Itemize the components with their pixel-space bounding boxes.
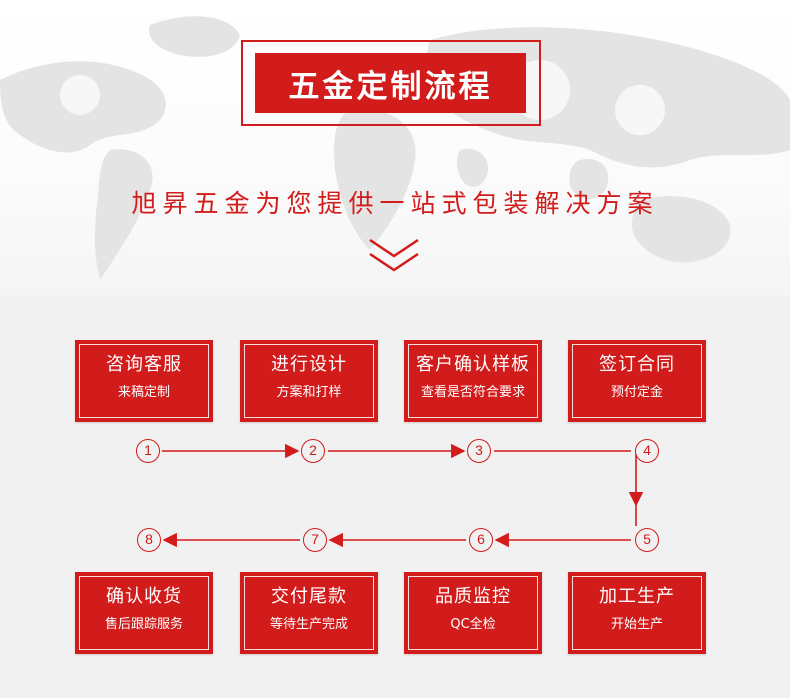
page-title: 五金定制流程	[255, 53, 526, 113]
hero-banner: 五金定制流程 旭昇五金为您提供一站式包装解决方案	[0, 0, 790, 296]
step-number-6: 6	[469, 528, 493, 552]
step-number-8: 8	[137, 528, 161, 552]
step-number-5: 5	[635, 528, 659, 552]
step-7-final-payment: 交付尾款 等待生产完成	[240, 572, 378, 654]
chevron-down-icon	[369, 238, 419, 272]
page-subtitle: 旭昇五金为您提供一站式包装解决方案	[131, 189, 659, 218]
step-2-design: 进行设计 方案和打样	[240, 340, 378, 422]
step-1-consult: 咨询客服 来稿定制	[75, 340, 213, 422]
step-8-confirm-receipt: 确认收货 售后跟踪服务	[75, 572, 213, 654]
step-4-sign-contract: 签订合同 预付定金	[568, 340, 706, 422]
step-number-4: 4	[635, 439, 659, 463]
step-number-7: 7	[303, 528, 327, 552]
step-number-2: 2	[301, 439, 325, 463]
title-frame	[241, 40, 541, 126]
step-5-production: 加工生产 开始生产	[568, 572, 706, 654]
step-3-confirm-sample: 客户确认样板 查看是否符合要求	[404, 340, 542, 422]
step-number-3: 3	[467, 439, 491, 463]
step-number-1: 1	[136, 439, 160, 463]
step-6-quality-control: 品质监控 QC全检	[404, 572, 542, 654]
